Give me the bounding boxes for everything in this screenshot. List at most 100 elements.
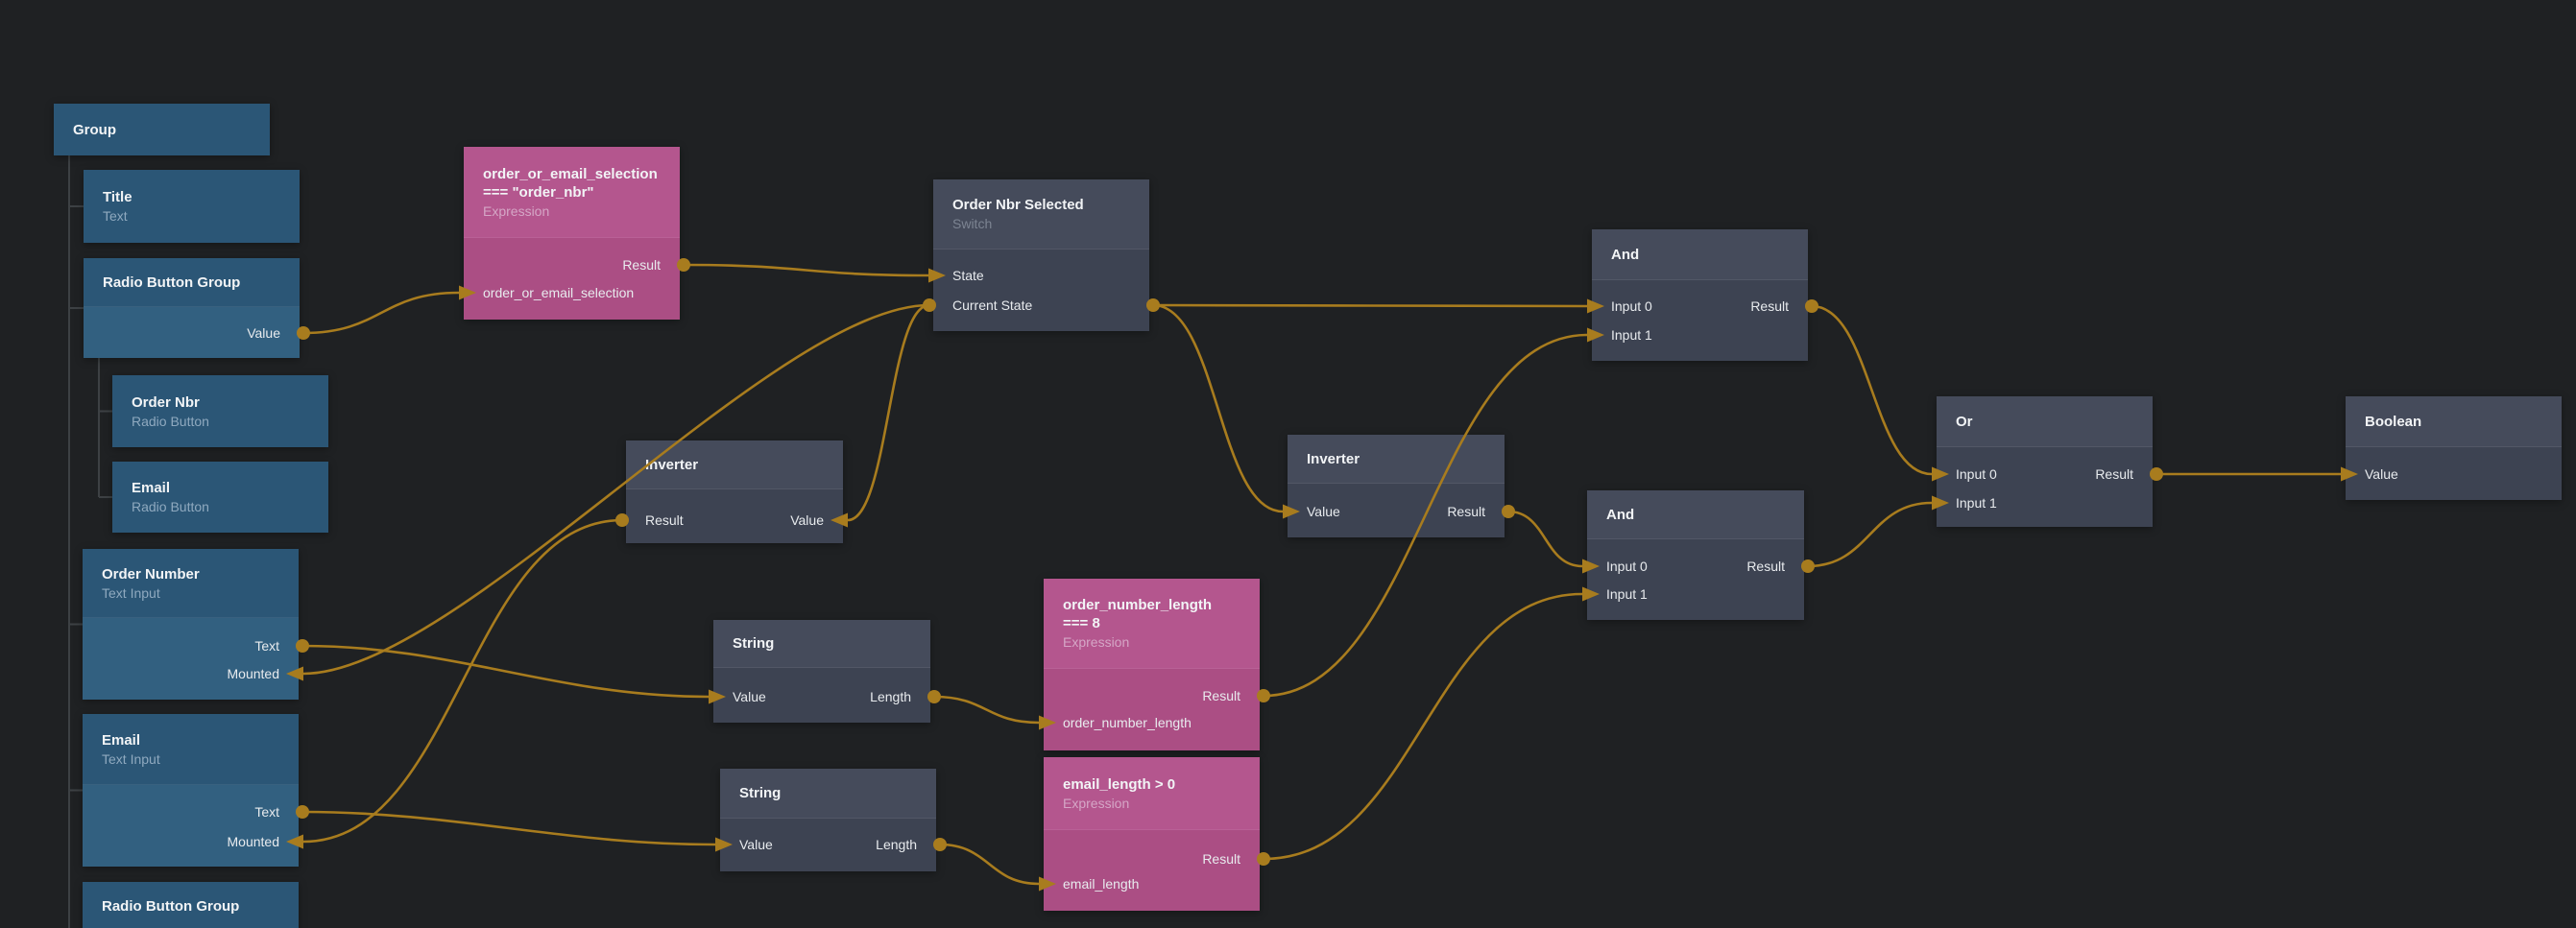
- port-length[interactable]: Length: [720, 834, 936, 855]
- port-current-state[interactable]: Current State: [933, 295, 1149, 316]
- node-title: Title: [103, 189, 132, 205]
- port-label: Value: [733, 689, 766, 704]
- node-title: Radio Button Group: [103, 274, 241, 291]
- port-input-1[interactable]: Input 1: [1587, 583, 1804, 605]
- port-value[interactable]: Value: [626, 510, 843, 531]
- node-title: And: [1606, 506, 1635, 523]
- port-label: Result: [1202, 688, 1240, 703]
- port-label: Mounted: [227, 666, 279, 681]
- node-subtitle: Switch: [952, 216, 993, 231]
- port-result[interactable]: Result: [464, 254, 680, 275]
- port-label: Result: [622, 257, 661, 273]
- port-text[interactable]: Text: [83, 801, 299, 822]
- node-title: Order Number: [102, 565, 200, 583]
- port-length[interactable]: Length: [713, 686, 930, 707]
- port-mounted[interactable]: Mounted: [83, 663, 299, 684]
- port-label: Input 1: [1606, 586, 1648, 602]
- node-header: And: [1592, 229, 1808, 280]
- port-label: order_or_email_selection: [483, 285, 635, 300]
- node-subtitle: Text Input: [102, 584, 160, 601]
- node-title: order_number_length === 8: [1063, 597, 1213, 631]
- node-title: And: [1611, 246, 1640, 263]
- port-label: Input 0: [1606, 559, 1648, 574]
- port-order-number-length[interactable]: order_number_length: [1044, 712, 1260, 733]
- node-header: order_or_email_selection === "order_nbr"…: [464, 147, 680, 238]
- port-state[interactable]: State: [933, 265, 1149, 286]
- node-subtitle: Expression: [483, 202, 550, 219]
- node-header: String: [713, 620, 930, 668]
- node-subtitle: Text: [103, 208, 128, 224]
- node-subtitle: Expression: [1063, 795, 1130, 811]
- port-mounted[interactable]: Mounted: [83, 831, 299, 852]
- node-group[interactable]: Group: [54, 104, 270, 155]
- port-label: State: [952, 268, 984, 283]
- port-result[interactable]: Result: [1044, 685, 1260, 706]
- node-header: Group: [54, 104, 270, 155]
- port-value[interactable]: Value: [713, 686, 930, 707]
- port-result[interactable]: Result: [1044, 848, 1260, 869]
- port-label: Text: [254, 804, 279, 820]
- node-title: Order Nbr Selected: [952, 197, 1084, 213]
- port-label: Result: [1447, 504, 1485, 519]
- node-rbg2[interactable]: Radio Button Group: [83, 882, 299, 928]
- node-subtitle: Text Input: [102, 750, 160, 767]
- port-value[interactable]: Value: [2346, 464, 2562, 485]
- port-result[interactable]: Result: [1288, 501, 1505, 522]
- port-label: Value: [2365, 466, 2398, 482]
- port-input-0[interactable]: Input 0: [1592, 296, 1808, 317]
- port-input-1[interactable]: Input 1: [1592, 324, 1808, 345]
- port-input-0[interactable]: Input 0: [1937, 464, 2153, 485]
- port-result[interactable]: Result: [1937, 464, 2153, 485]
- node-title: Inverter: [1307, 450, 1360, 467]
- port-value[interactable]: Value: [720, 834, 936, 855]
- port-result[interactable]: Result: [1592, 296, 1808, 317]
- port-label: Input 1: [1956, 495, 1997, 511]
- port-order-or-email-selection[interactable]: order_or_email_selection: [464, 282, 680, 303]
- node-title: order_or_email_selection === "order_nbr": [483, 165, 658, 201]
- port-value[interactable]: Value: [84, 322, 300, 344]
- node-expr1[interactable]: order_or_email_selection === "order_nbr"…: [464, 147, 680, 320]
- port-text[interactable]: Text: [83, 635, 299, 656]
- port-input-0[interactable]: Input 0: [1587, 556, 1804, 577]
- port-result[interactable]: Result: [1587, 556, 1804, 577]
- port-label: Value: [739, 837, 773, 852]
- port-label: Length: [876, 837, 917, 852]
- node-title: Inverter: [645, 456, 699, 473]
- node-header: Boolean: [2346, 396, 2562, 447]
- port-label: Result: [1750, 298, 1789, 314]
- port-email-length[interactable]: email_length: [1044, 873, 1260, 894]
- port-label: Result: [2095, 466, 2133, 482]
- port-label: Input 0: [1611, 298, 1652, 314]
- node-header: Radio Button Group: [83, 882, 299, 928]
- node-title: Boolean: [2365, 413, 2422, 430]
- node-title: String: [739, 785, 782, 801]
- port-label: Current State: [952, 297, 1033, 313]
- port-input-1[interactable]: Input 1: [1937, 492, 2153, 513]
- port-label: order_number_length: [1063, 715, 1192, 730]
- port-label: email_length: [1063, 876, 1140, 892]
